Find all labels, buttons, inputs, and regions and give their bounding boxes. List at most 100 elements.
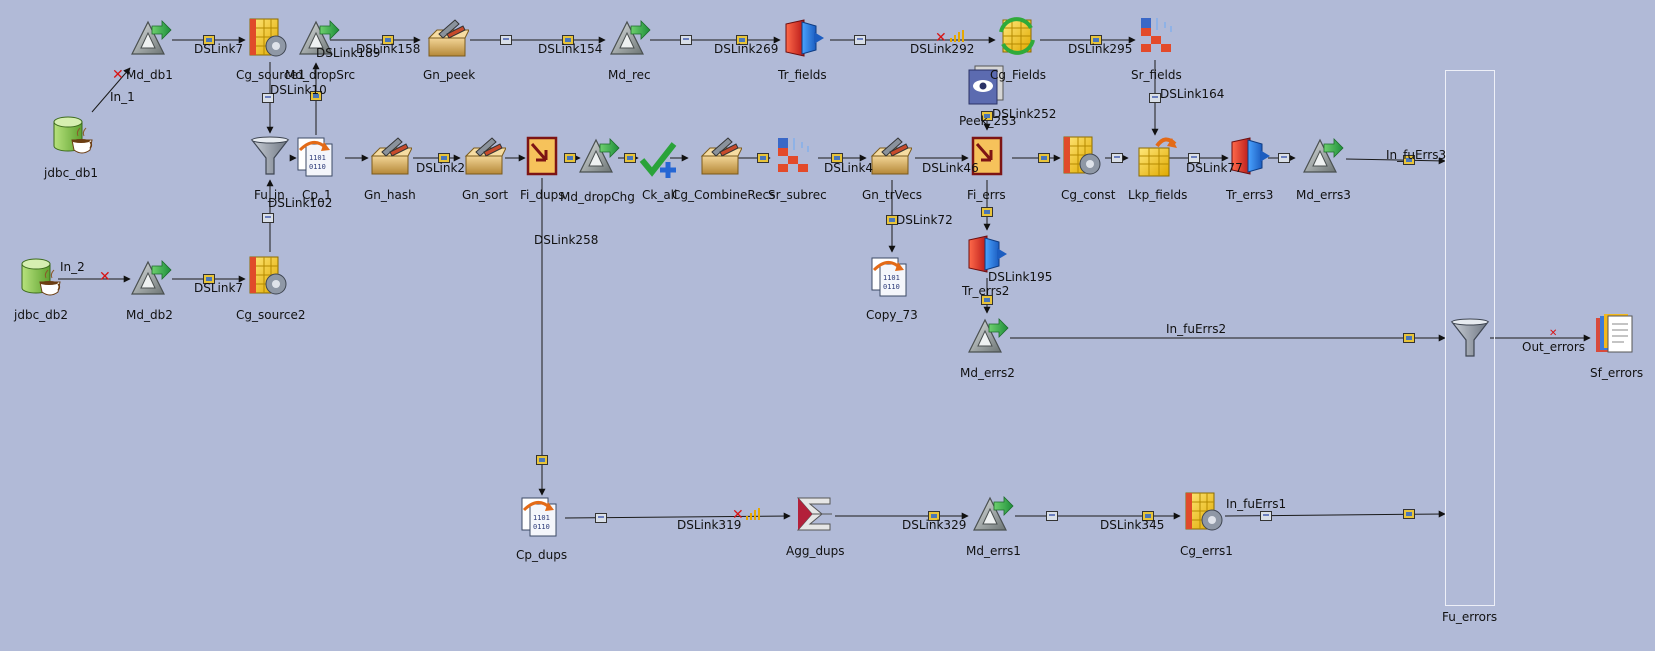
link-label[interactable]: DSLink46 [922,161,979,175]
link-label[interactable]: DSLink269 [714,42,779,56]
modify-icon [1303,138,1344,173]
stage-label[interactable]: Fu_in [254,188,285,202]
stage-label[interactable]: Md_dropSrc [285,68,356,82]
link-label[interactable]: DSLink292 [910,42,975,56]
fu-errors-frame [1445,70,1495,606]
column-generator-icon [1063,136,1101,175]
link-label[interactable]: DSLink189 [316,46,381,60]
link-label[interactable]: DSLink195 [988,270,1053,284]
transformer-icon [785,19,825,57]
stage-label[interactable]: Fi_dups [520,188,565,202]
link-label[interactable]: In_1 [110,90,135,104]
stage-label[interactable]: Md_db1 [126,68,173,82]
stage-label[interactable]: Agg_dups [786,544,845,558]
link-marker [928,511,940,521]
database-icon [53,116,93,154]
link-label[interactable]: DSLink77 [1186,161,1243,175]
link-label[interactable]: DSLink4 [824,161,874,175]
stage-label[interactable]: Sr_fields [1131,68,1182,82]
stage-label[interactable]: Gn_trVecs [862,188,923,202]
stage-label[interactable]: Cg_Fields [990,68,1046,82]
link-label[interactable]: DSLink295 [1068,42,1133,56]
link-marker [981,207,993,217]
link-label[interactable]: DSLink102 [268,196,333,210]
stage-label[interactable]: Cg_const [1061,188,1116,202]
stage-label[interactable]: Cg_errs1 [1180,544,1233,558]
link-label[interactable]: DSLink329 [902,518,967,532]
aggregator-icon [797,497,833,531]
link-label[interactable]: DSLink158 [356,42,421,56]
stage-label[interactable]: Cg_source1 [236,68,306,82]
modify-icon [579,138,620,173]
stage-label[interactable]: Cp_dups [516,548,568,562]
stage-label[interactable]: Md_db2 [126,308,173,322]
stage-label[interactable]: Cg_source2 [236,308,306,322]
stage-label[interactable]: Fi_errs [967,188,1006,202]
copy-icon [296,136,334,178]
link-error-icon: ✕ [1549,328,1558,339]
link-error-icon: ✕ [935,30,947,46]
stage-label[interactable]: Md_errs2 [960,366,1015,380]
sort-icon [1140,17,1172,53]
stage-label[interactable]: Gn_hash [364,188,416,202]
stage-label[interactable]: Ck_all [642,188,678,202]
link-marker [831,153,843,163]
generator-icon [701,137,742,175]
stage-label[interactable]: Tr_errs3 [1226,188,1274,202]
link-marker [757,153,769,163]
stage-label[interactable]: Copy_73 [866,308,918,322]
column-generator-icon [249,256,287,295]
link-marker [624,153,636,163]
link-label[interactable]: DSLink345 [1100,518,1165,532]
stage-label[interactable]: Md_errs3 [1296,188,1351,202]
stage-label[interactable]: Md_errs1 [966,544,1021,558]
stage-label[interactable]: Fu_errors [1442,610,1498,624]
stage-label[interactable]: Lkp_fields [1128,188,1188,202]
link-label[interactable]: DSLink252 [992,107,1057,121]
link-label[interactable]: In_fuErrs2 [1166,322,1227,336]
generator-icon [428,19,469,57]
link-label[interactable]: In_2 [60,260,85,274]
modify-icon [610,20,651,55]
link-label[interactable]: DSLink7 [194,281,244,295]
stage-label[interactable]: jdbc_db1 [44,166,99,180]
link-label[interactable]: In_fuErrs3 [1386,148,1447,162]
link-label[interactable]: DSLink72 [896,213,953,227]
modify-icon [968,318,1009,353]
link-label[interactable]: DSLink2 [416,161,466,175]
link-marker [1188,153,1200,163]
stage-label[interactable]: Sr_subrec [768,188,827,202]
stage-label[interactable]: Gn_peek [423,68,476,82]
link-marker [1090,35,1102,45]
stage-label[interactable]: Tr_fields [778,68,827,82]
link-label[interactable]: DSLink7 [194,42,244,56]
link-label[interactable]: DSLink319 [677,518,742,532]
modify-icon [131,260,172,295]
link-label[interactable]: In_fuErrs1 [1226,497,1287,511]
stage-label[interactable]: Peek_253 [959,114,1017,128]
stage-label[interactable]: Md_dropChg [560,190,635,204]
link-marker [1403,155,1415,165]
generator-icon [465,137,506,175]
link-label[interactable]: DSLink154 [538,42,603,56]
stage-label[interactable]: jdbc_db2 [14,308,69,322]
link-marker [1149,93,1161,103]
link-marker [854,35,866,45]
stage-label[interactable]: Cg_CombineRecs [672,188,776,202]
link-label[interactable]: Out_errors [1522,340,1586,354]
stage-label[interactable]: Gn_sort [462,188,509,202]
stage-label[interactable]: Cp_1 [302,188,332,202]
column-generator-icon [1185,492,1223,531]
stage-label[interactable]: Sf_errors [1590,366,1644,380]
link-marker [438,153,450,163]
stage-label[interactable]: Tr_errs2 [962,284,1010,298]
stage-label[interactable]: Md_rec [608,68,651,82]
link-label[interactable]: DSLink10 [270,83,327,97]
link-marker [500,35,512,45]
link-marker [562,35,574,45]
link-label[interactable]: DSLink258 [534,233,599,247]
sort-icon [777,137,809,173]
link-label[interactable]: DSLink164 [1160,87,1225,101]
filter-icon [526,136,558,176]
